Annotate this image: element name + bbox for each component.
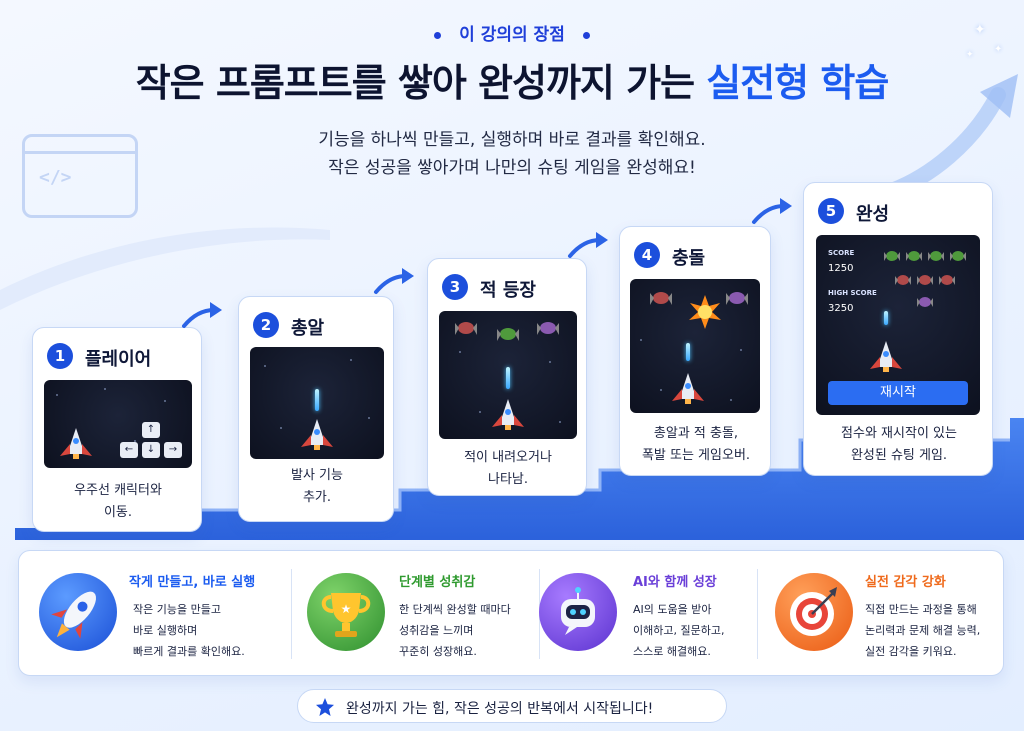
step-badge: 1 — [47, 343, 73, 369]
enemy-icon — [928, 251, 944, 261]
step-title: 플레이어 — [85, 349, 152, 370]
spaceship-icon — [492, 399, 524, 430]
staircase — [15, 418, 1024, 540]
enemy-icon — [537, 322, 559, 335]
bullet-icon — [315, 389, 319, 411]
page-title: 작은 프롬프트를 쌓아 완성까지 가는 실전형 학습 — [0, 52, 1024, 107]
arrow-right-icon — [568, 232, 608, 258]
step-badge: 2 — [253, 312, 279, 338]
benefit-title: 실전 감각 강화 — [865, 575, 946, 590]
enemy-icon — [917, 275, 933, 285]
arrow-up-key: ↑ — [142, 422, 160, 438]
game-preview — [439, 311, 577, 439]
enemy-icon — [650, 292, 672, 305]
game-preview — [630, 279, 760, 413]
step-card-5: 5 완성 SCORE 1250 HIGH SCORE 3250 재시작 점수와 … — [803, 182, 993, 476]
arrow-right-icon — [374, 268, 414, 294]
arrow-right-icon — [752, 198, 792, 224]
eyebrow: 이 강의의 장점 — [0, 20, 1024, 45]
eyebrow-text: 이 강의의 장점 — [459, 25, 565, 45]
high-score-value: 3250 — [828, 303, 854, 314]
arrow-left-key: ← — [120, 442, 138, 458]
arrow-down-key: ↓ — [142, 442, 160, 458]
subtitle: 기능을 하나씩 만들고, 실행하며 바로 결과를 확인해요. 작은 성공을 쌓아… — [0, 126, 1024, 182]
bullet-dot-left — [434, 31, 442, 39]
sparkle-icon: ✦ — [994, 44, 1003, 55]
spaceship-icon — [60, 428, 92, 459]
enemy-icon — [726, 292, 748, 305]
sparkle-icon: ✦ — [966, 50, 974, 60]
title-highlight: 실전형 학습 — [706, 61, 889, 105]
score-label: SCORE — [828, 249, 855, 257]
bullet-icon — [884, 311, 888, 325]
growth-arrow-icon — [880, 74, 1018, 200]
step-badge: 3 — [442, 274, 468, 300]
bullet-icon — [686, 343, 690, 361]
bullet-dot-right — [582, 31, 590, 39]
rocket-icon — [39, 573, 117, 651]
trophy-icon: ★ — [307, 573, 385, 651]
svg-text:★: ★ — [341, 602, 352, 616]
title-main: 작은 프롬프트를 쌓아 완성까지 가는 — [135, 61, 707, 105]
footer-text: 완성까지 가는 힘, 작은 성공의 반복에서 시작됩니다! — [346, 701, 654, 717]
benefit-title: AI와 함께 성장 — [633, 575, 717, 590]
restart-button[interactable]: 재시작 — [828, 381, 968, 405]
robot-icon — [539, 573, 617, 651]
game-preview — [250, 347, 384, 459]
spaceship-icon — [672, 373, 704, 404]
spaceship-icon — [870, 341, 902, 372]
arrow-right-key: → — [164, 442, 182, 458]
star-icon — [316, 698, 334, 716]
enemy-icon — [950, 251, 966, 261]
bullet-icon — [506, 367, 510, 389]
game-preview: SCORE 1250 HIGH SCORE 3250 재시작 — [816, 235, 980, 415]
sparkle-icon: ✦ — [974, 22, 986, 38]
step-title: 적 등장 — [480, 280, 536, 301]
code-window-icon: </> — [22, 134, 138, 218]
step-badge: 4 — [634, 242, 660, 268]
benefit-title: 작게 만들고, 바로 실행 — [129, 575, 256, 590]
step-card-4: 4 충돌 총알과 적 충돌,폭발 또는 게임오버. — [619, 226, 771, 476]
enemy-icon — [939, 275, 955, 285]
high-score-label: HIGH SCORE — [828, 289, 877, 297]
enemy-icon — [895, 275, 911, 285]
step-title: 충돌 — [672, 248, 706, 269]
arrow-keys: ↑ ← ↓ → — [118, 422, 184, 462]
subtitle-line-1: 기능을 하나씩 만들고, 실행하며 바로 결과를 확인해요. — [318, 130, 706, 150]
enemy-icon — [917, 297, 933, 307]
spaceship-icon — [301, 419, 333, 450]
benefit-title: 단계별 성취감 — [399, 575, 476, 590]
background-swoosh — [0, 227, 330, 310]
enemy-icon — [906, 251, 922, 261]
step-title: 완성 — [856, 204, 890, 225]
divider — [291, 569, 292, 659]
step-badge: 5 — [818, 198, 844, 224]
footer-banner: 완성까지 가는 힘, 작은 성공의 반복에서 시작됩니다! — [297, 689, 727, 723]
arrow-right-icon — [182, 302, 222, 328]
game-preview: ↑ ← ↓ → — [44, 380, 192, 468]
target-icon — [775, 573, 853, 651]
score-value: 1250 — [828, 263, 854, 274]
enemy-icon — [497, 328, 519, 341]
divider — [757, 569, 758, 659]
step-description: 총알과 적 충돌,폭발 또는 게임오버. — [641, 426, 751, 463]
enemy-icon — [455, 322, 477, 335]
enemy-icon — [884, 251, 900, 261]
explosion-icon — [689, 295, 721, 329]
subtitle-line-2: 작은 성공을 쌓아가며 나만의 슈팅 게임을 완성해요! — [328, 158, 696, 178]
step-title: 총알 — [291, 318, 325, 339]
